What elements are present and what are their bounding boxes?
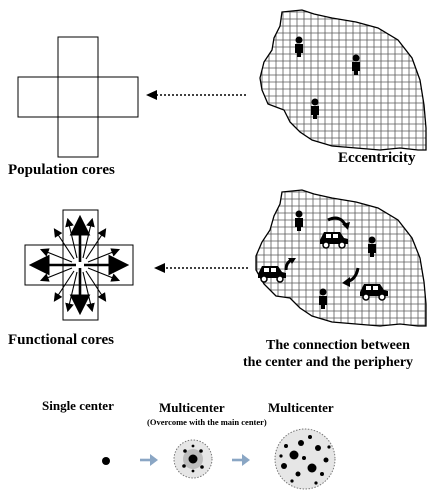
connection-caption-line2: the center and the periphery: [243, 355, 413, 370]
curved-arrow-icon: [327, 216, 350, 230]
multicenter-large-circle: [274, 428, 336, 490]
person-icon: [295, 210, 303, 231]
person-icon: [352, 54, 360, 75]
functional-cores-label: Functional cores: [8, 332, 114, 348]
connection-grid-map: [255, 189, 427, 327]
multicenter-small-circle: [173, 439, 213, 479]
car-icon: [258, 266, 286, 283]
population-cores-label: Population cores: [8, 162, 115, 178]
person-icon: [295, 36, 303, 57]
progression-arrow-2: [232, 454, 250, 466]
single-center-label: Single center: [42, 398, 114, 413]
person-icon: [368, 236, 376, 257]
functional-flow-arrows: [28, 214, 130, 316]
multicenter-note: (Overcome with the main center): [147, 417, 267, 427]
multicenter-label-1: Multicenter: [159, 400, 225, 415]
multicenter-label-2: Multicenter: [268, 400, 334, 415]
curved-arrow-icon: [284, 258, 296, 271]
population-cores-cross: [17, 36, 139, 158]
dotted-arrow-middle: [154, 263, 248, 273]
car-icon: [320, 232, 348, 249]
connection-caption-line1: The connection between: [266, 338, 410, 353]
progression-arrow-1: [140, 454, 158, 466]
curved-arrow-icon: [342, 267, 360, 287]
dotted-arrow-top: [146, 90, 246, 100]
person-icon: [311, 98, 319, 119]
car-icon: [360, 284, 388, 301]
single-center-dot: [102, 457, 110, 465]
eccentricity-label: Eccentricity: [338, 150, 416, 166]
eccentricity-grid-map: [259, 9, 427, 151]
person-icon: [319, 288, 327, 309]
